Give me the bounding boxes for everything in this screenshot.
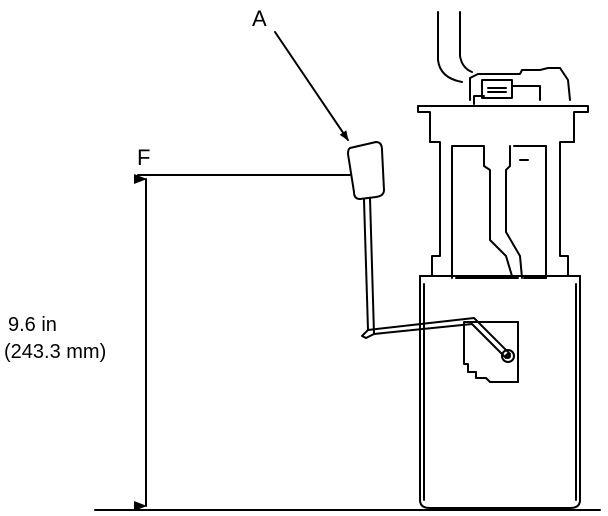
dimension-label-in: 9.6 in	[8, 314, 57, 336]
callout-f: F	[137, 145, 150, 170]
pump-flange	[417, 105, 589, 277]
leader-line-a	[274, 31, 349, 141]
sender-unit	[463, 321, 519, 383]
dimension-label-mm: (243.3 mm)	[4, 341, 106, 363]
fuel-hose	[437, 11, 473, 83]
module-guides	[451, 145, 547, 279]
float	[347, 141, 385, 200]
reservoir-body	[419, 275, 581, 509]
electrical-connector	[469, 67, 571, 105]
callout-a: A	[252, 6, 267, 31]
float-arm	[359, 179, 511, 359]
